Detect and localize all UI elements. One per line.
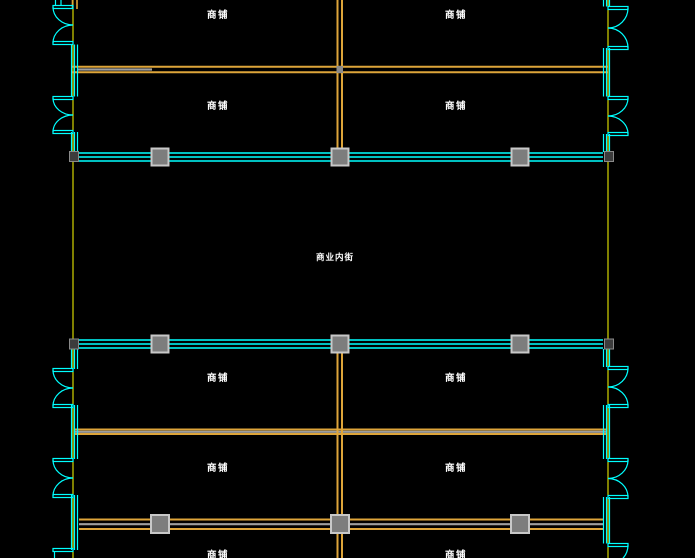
storefront-corner-blocks (69, 151, 614, 350)
double-door (607, 457, 629, 500)
wall-segment (602, 0, 611, 7)
double-door (607, 5, 629, 51)
exterior-wall-left (54, 0, 79, 550)
wall-segment (602, 405, 611, 459)
wall-segment (602, 134, 611, 152)
wall-junction (336, 66, 343, 73)
double-door (52, 95, 74, 135)
columns (150, 147, 530, 534)
shop-label-10: 商铺 (445, 549, 467, 558)
shop-label-3: 商铺 (207, 100, 229, 112)
doors-left (52, 4, 74, 558)
shop-label-4: 商铺 (445, 100, 467, 112)
column (150, 147, 170, 167)
double-door (607, 365, 629, 409)
wall-segment (70, 405, 79, 459)
wall-segment (602, 48, 611, 97)
doors-right (607, 5, 629, 558)
room-labels: 商铺 商铺 商铺 商铺 商业内街 商铺 商铺 商铺 商铺 商铺 商铺 (207, 9, 467, 558)
wall-segment (602, 497, 611, 544)
shop-label-8: 商铺 (445, 462, 467, 474)
shop-label-9: 商铺 (207, 549, 229, 558)
shop-label-5: 商铺 (207, 372, 229, 384)
wall-segment (70, 495, 79, 550)
shop-label-1: 商铺 (207, 9, 229, 21)
double-door-partial (52, 547, 74, 558)
exterior-wall-right (602, 0, 611, 544)
double-door (607, 95, 629, 137)
wall-segment (70, 349, 79, 369)
wall-segment (70, 44, 79, 97)
column (150, 334, 170, 354)
column (150, 514, 170, 534)
column (330, 147, 350, 167)
column (330, 514, 350, 534)
wall-segment (602, 349, 611, 367)
column (510, 334, 530, 354)
double-door (52, 367, 74, 409)
column (510, 514, 530, 534)
wall-segment (70, 132, 79, 152)
grid-lines (72, 0, 609, 558)
column (330, 334, 350, 354)
shop-label-6: 商铺 (445, 372, 467, 384)
double-door-partial (607, 542, 629, 558)
double-door (52, 457, 74, 499)
column (510, 147, 530, 167)
double-door (52, 4, 74, 46)
shop-label-2: 商铺 (445, 9, 467, 21)
shop-label-7: 商铺 (207, 462, 229, 474)
corridor-label: 商业内街 (316, 252, 354, 263)
